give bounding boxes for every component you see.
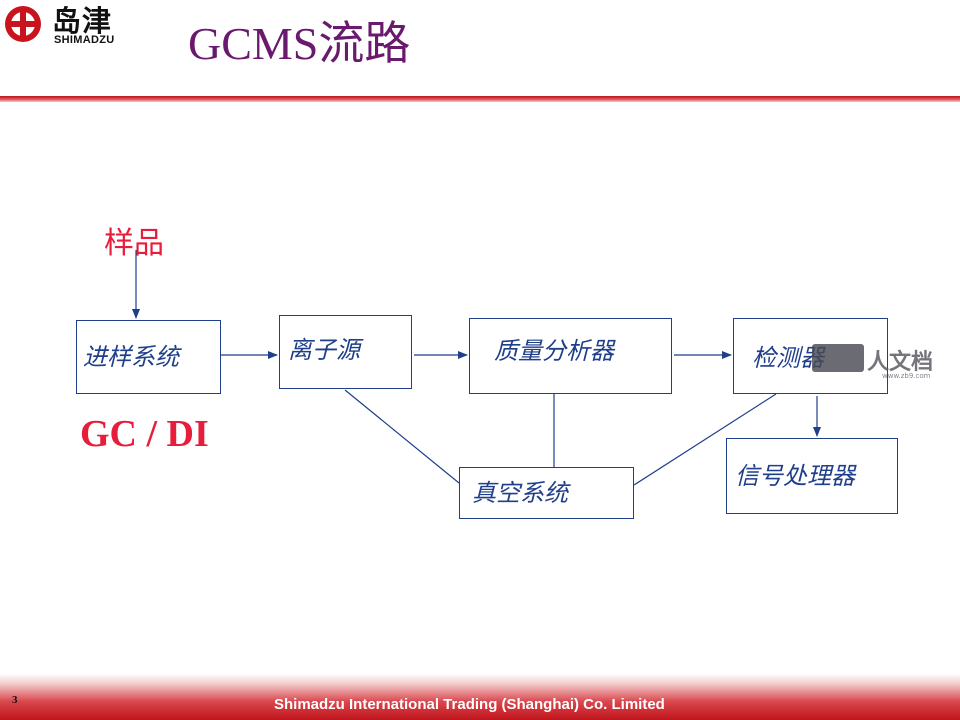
logo-english-name: SHIMADZU bbox=[54, 34, 115, 46]
header-divider bbox=[0, 96, 960, 102]
detector-box: 检测器 bbox=[733, 318, 888, 394]
logo-chinese-name: 岛津 bbox=[52, 4, 113, 38]
injector-system-box: 进样系统 bbox=[76, 320, 221, 394]
watermark-text: 人文档 bbox=[867, 350, 934, 375]
page-number: 3 bbox=[12, 694, 18, 706]
watermark: 人文档 www.zb9.com bbox=[812, 342, 952, 382]
signal-processor-box: 信号处理器 bbox=[726, 438, 898, 514]
watermark-badge-icon bbox=[812, 344, 864, 372]
shimadzu-cross-icon bbox=[5, 6, 41, 42]
line-detector-to-vacuum bbox=[633, 393, 777, 486]
footer-band bbox=[0, 674, 960, 720]
line-ion-source-to-vacuum bbox=[344, 389, 460, 484]
slide-title: GCMS流路 bbox=[188, 18, 411, 69]
watermark-url: www.zb9.com bbox=[882, 372, 931, 380]
shimadzu-logo: 岛津 SHIMADZU bbox=[0, 0, 150, 52]
ion-source-box: 离子源 bbox=[279, 315, 412, 389]
footer-company-name: Shimadzu International Trading (Shanghai… bbox=[274, 696, 665, 713]
mass-analyzer-box: 质量分析器 bbox=[469, 318, 672, 394]
gc-di-label: GC / DI bbox=[80, 413, 209, 455]
sample-label: 样品 bbox=[104, 226, 164, 261]
vacuum-system-box: 真空系统 bbox=[459, 467, 634, 519]
